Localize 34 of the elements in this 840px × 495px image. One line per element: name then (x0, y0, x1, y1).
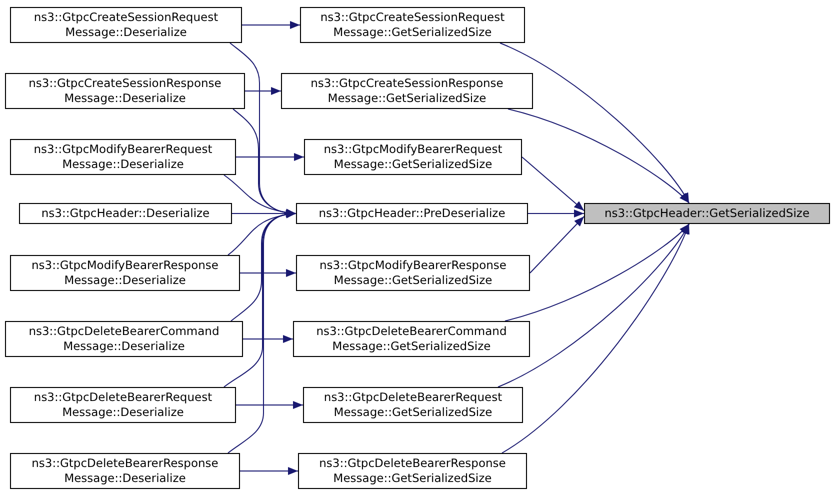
function-box: ns3::GtpcHeader::PreDeserialize (296, 203, 528, 224)
arrow (240, 467, 298, 475)
arrow (498, 224, 690, 388)
function-box: ns3::GtpcModifyBearerRequest Message::GetSerializedSize (304, 139, 522, 175)
function-box: ns3::GtpcHeader::GetSerializedSize (584, 203, 830, 224)
function-box: ns3::GtpcModifyBearerResponse Message::Deserialize (10, 255, 240, 291)
arrow (530, 216, 584, 274)
function-box: ns3::GtpcCreateSessionRequest Message::GetSerializedSize (300, 7, 525, 43)
function-box: ns3::GtpcDeleteBearerRequest Message::Deserialize (10, 387, 236, 423)
arrow (244, 87, 282, 95)
function-box: ns3::GtpcDeleteBearerResponse Message::Deserialize (10, 453, 240, 489)
function-box: ns3::GtpcDeleteBearerResponse Message::GetSerializedSize (298, 453, 527, 489)
arrow (508, 108, 690, 204)
arrow (224, 174, 296, 216)
arrow (502, 224, 690, 454)
function-box: ns3::GtpcCreateSessionResponse Message::GetSerializedSize (281, 73, 533, 109)
arrow (242, 21, 300, 29)
arrow (522, 156, 584, 212)
arrow (242, 335, 294, 343)
function-box: ns3::GtpcDeleteBearerCommand Message::GetSerializedSize (293, 321, 530, 357)
arrow (240, 269, 296, 277)
function-box: ns3::GtpcCreateSessionRequest Message::Deserialize (10, 7, 242, 43)
function-box: ns3::GtpcModifyBearerResponse Message::GetSerializedSize (296, 255, 530, 291)
arrow (528, 210, 584, 218)
function-box: ns3::GtpcCreateSessionResponse Message::Deserialize (5, 73, 245, 109)
function-box: ns3::GtpcHeader::Deserialize (19, 203, 232, 224)
function-box: ns3::GtpcModifyBearerRequest Message::Deserialize (10, 139, 236, 175)
arrow (228, 210, 296, 256)
function-box: ns3::GtpcDeleteBearerCommand Message::Deserialize (5, 321, 243, 357)
arrow (236, 153, 304, 161)
arrow (500, 42, 690, 204)
arrow (236, 401, 304, 409)
arrow (504, 224, 690, 322)
function-box: ns3::GtpcDeleteBearerRequest Message::GetSerializedSize (303, 387, 523, 423)
